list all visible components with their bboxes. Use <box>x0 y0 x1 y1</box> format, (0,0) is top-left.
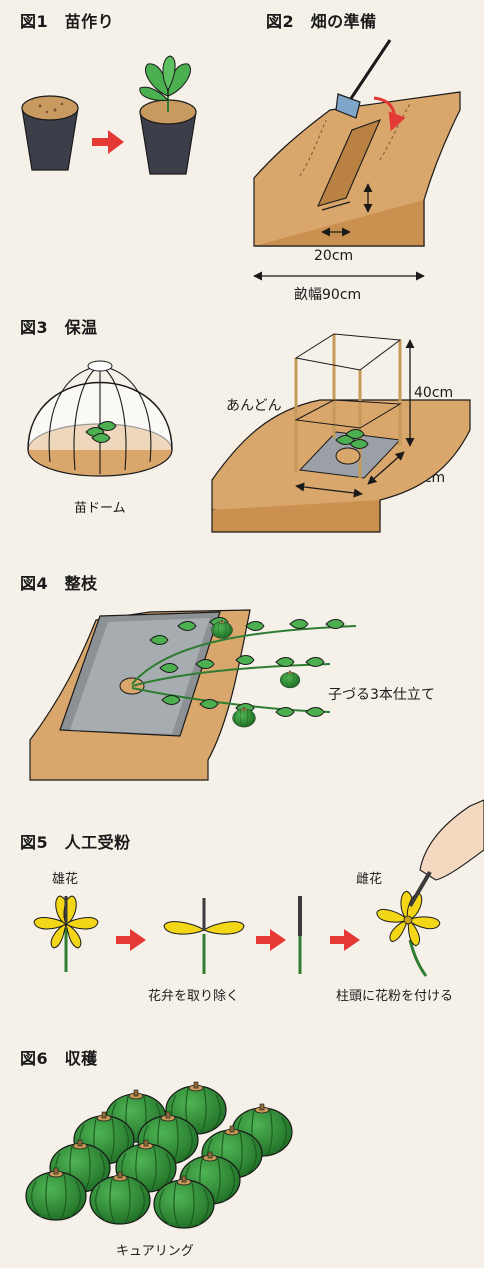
fig2-field <box>253 91 461 247</box>
fig5-female-flower <box>371 886 445 977</box>
fig6-curing-label: キュアリング <box>116 1244 194 1259</box>
fig5-title: 図5 人工受粉 <box>20 833 131 852</box>
fig6-title: 図6 収穫 <box>20 1049 98 1068</box>
fig6-pumpkins <box>25 1081 293 1229</box>
fig2-bed-width-label: 畝幅90cm <box>294 287 362 303</box>
fig1-empty-pot <box>21 95 79 171</box>
fig5-male-flower-label: 雄花 <box>52 872 79 887</box>
fig3-height-label: 40cm <box>414 385 454 401</box>
fig1-seedling-pot <box>139 55 197 175</box>
fig5-half-flower <box>163 898 245 974</box>
fig1-title: 図1 苗作り <box>20 12 115 31</box>
fig5-arrow-2 <box>256 929 286 951</box>
fig5-arrow-3 <box>330 929 360 951</box>
fig4-vines <box>131 617 357 728</box>
fig3-dome-label: 苗ドーム <box>74 501 126 516</box>
fig5-female-flower-label: 雌花 <box>356 872 383 887</box>
fig2-width-label: 20cm <box>314 248 354 264</box>
fig1-arrow <box>92 130 124 154</box>
fig5-apply-pollen-label: 柱頭に花粉を付ける <box>336 989 454 1004</box>
fig5-remove-petals-label: 花弁を取り除く <box>148 989 240 1004</box>
fig3-title: 図3 保温 <box>20 318 98 337</box>
fig3-dome <box>27 360 173 477</box>
fig2-title: 図2 畑の準備 <box>266 12 377 31</box>
fig5-male-flower <box>33 895 99 972</box>
fig5-arrow-1 <box>116 929 146 951</box>
fig3-andon <box>211 333 471 533</box>
fig4-title: 図4 整枝 <box>20 574 98 593</box>
fig4-bed <box>29 609 251 781</box>
fig2-hoe <box>335 39 406 132</box>
fig4-training-label: 子づる3本仕立て <box>328 687 435 703</box>
fig5-hand-with-stamen <box>408 799 484 908</box>
fig3-andon-label: あんどん <box>226 398 282 414</box>
